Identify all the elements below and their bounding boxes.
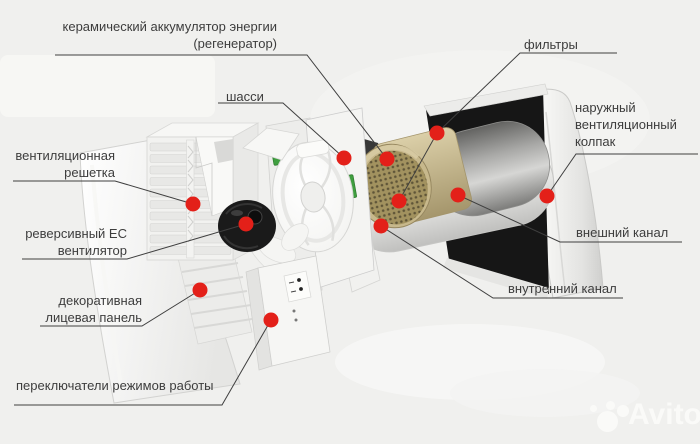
callout-regenerator: керамический аккумулятор энергии (регене… xyxy=(63,18,278,52)
cutaway-shade xyxy=(214,139,233,163)
leader-mode-switches xyxy=(14,319,272,406)
plate-bottom-flange xyxy=(443,258,549,299)
leader-fan xyxy=(22,223,247,260)
callout-internal-channel-line1: внутренний канал xyxy=(508,281,617,296)
callout-external-channel-line1: внешний канал xyxy=(576,225,669,240)
callout-fan-line2: вентилятор xyxy=(57,243,127,258)
callout-filters-line1: фильтры xyxy=(524,37,578,52)
plate-top-flange xyxy=(423,83,549,117)
callout-grille-line2: решетка xyxy=(64,165,115,180)
callout-outdoor-hood-line1: наружный xyxy=(575,100,636,115)
front-grille-shape xyxy=(145,122,260,261)
leader-chassis xyxy=(218,102,345,159)
marker-chassis xyxy=(336,150,352,166)
callout-outdoor-hood-line3: колпак xyxy=(575,134,616,149)
mount-clip xyxy=(296,139,330,159)
callout-internal-channel: внутренний канал xyxy=(508,280,617,297)
markers xyxy=(185,125,555,328)
callout-regenerator-line1: керамический аккумулятор энергии xyxy=(62,19,278,34)
callout-outdoor-hood-line2: вентиляционный xyxy=(575,117,677,132)
leader-front-panel xyxy=(40,289,201,327)
module-detail xyxy=(292,309,296,313)
leader-grille xyxy=(13,180,194,205)
switch-dot xyxy=(297,278,301,282)
callout-mode-switches-line1: переключатели режимов работы xyxy=(16,378,214,393)
switch-panel xyxy=(283,270,312,303)
callout-fan: реверсивный ЕС вентилятор xyxy=(25,225,127,259)
leader-internal-channel xyxy=(380,225,623,299)
callout-fan-line1: реверсивный ЕС xyxy=(25,226,127,241)
marker-mode-switches xyxy=(263,312,279,328)
control-module-shape xyxy=(245,255,331,371)
light-patch xyxy=(0,55,215,117)
marker-outdoor-hood xyxy=(539,188,555,204)
callout-grille-line1: вентиляционная xyxy=(15,148,115,163)
marker-fan xyxy=(238,216,254,232)
impeller xyxy=(272,141,354,253)
avito-logo-text: Avito xyxy=(628,398,700,431)
cut-corner-piece xyxy=(242,127,300,161)
leader-regenerator xyxy=(55,54,388,160)
leader-outdoor-hood xyxy=(546,153,698,197)
hood-crease xyxy=(545,111,566,291)
callout-front-panel-line2: лицевая панель xyxy=(45,310,142,325)
marker-regenerator xyxy=(379,151,395,167)
cutaway-steps xyxy=(195,137,213,216)
ceramic-face xyxy=(354,143,432,229)
leader-filters xyxy=(398,52,617,202)
callout-filters: фильтры xyxy=(524,36,578,53)
callout-front-panel-line1: декоративная xyxy=(58,293,142,308)
callout-regenerator-line2: (регенератор) xyxy=(193,36,277,51)
callout-mode-switches: переключатели режимов работы xyxy=(16,377,214,394)
switch-marks xyxy=(288,281,297,293)
callout-chassis-line1: шасси xyxy=(226,89,264,104)
switch-dot xyxy=(299,287,303,291)
callout-chassis: шасси xyxy=(226,88,264,105)
panel-highlight xyxy=(90,164,124,391)
marker-filter-outer xyxy=(429,125,445,141)
leader-lines xyxy=(13,52,698,406)
avito-watermark: Avito xyxy=(568,394,700,440)
marker-external-channel xyxy=(450,187,466,203)
callout-front-panel: декоративная лицевая панель xyxy=(45,292,142,326)
indoor-assembly xyxy=(79,122,331,404)
leader-external-channel xyxy=(457,194,682,243)
callout-external-channel: внешний канал xyxy=(576,224,668,241)
marker-internal-channel xyxy=(373,218,389,234)
marker-front-panel xyxy=(192,282,208,298)
module-detail xyxy=(294,318,298,322)
callout-grille: вентиляционная решетка xyxy=(15,147,115,181)
callout-outdoor-hood: наружный вентиляционный колпак xyxy=(575,99,677,150)
marker-filter-inner xyxy=(391,193,407,209)
marker-grille xyxy=(185,196,201,212)
impeller-hub xyxy=(300,181,326,213)
